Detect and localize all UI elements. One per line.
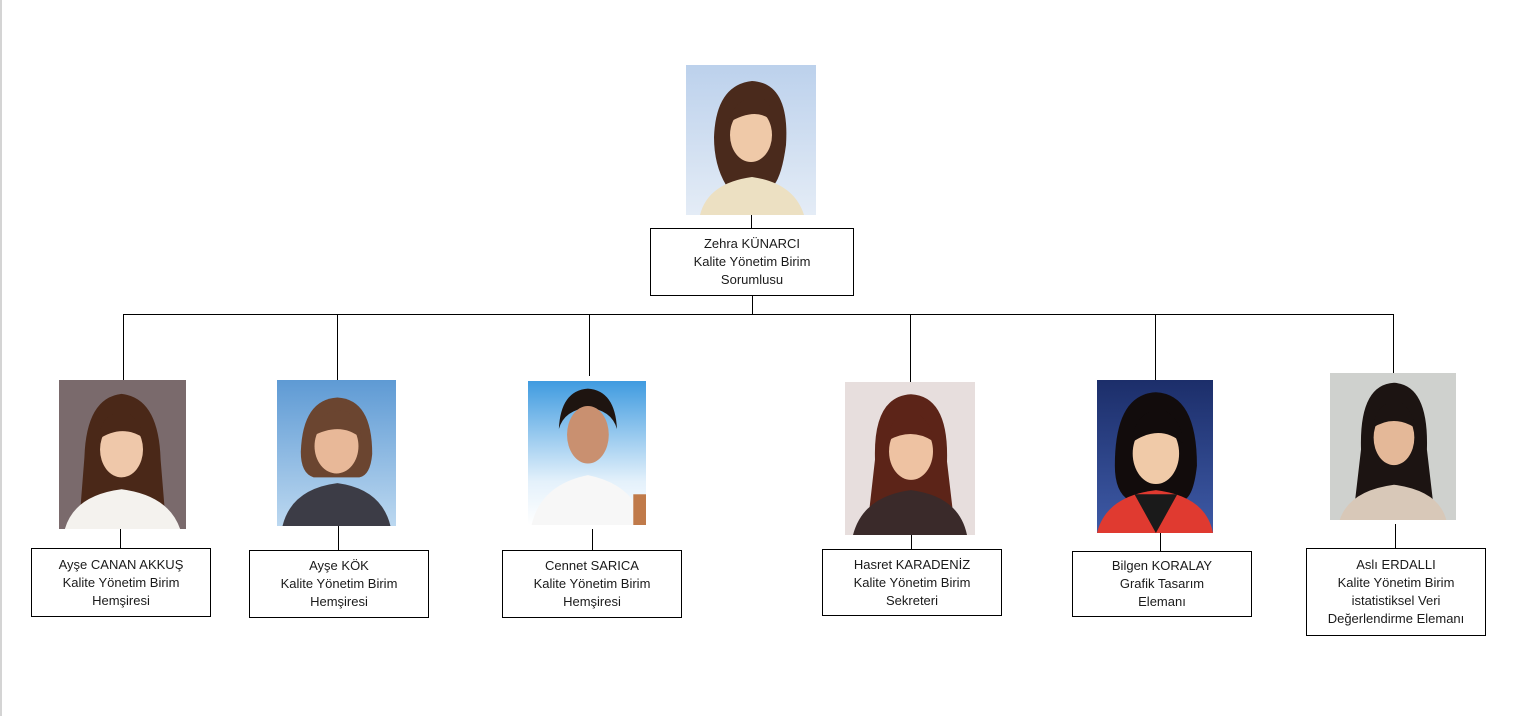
card-connector [1160,533,1161,551]
member-title-line: Kalite Yönetim Birim [1337,575,1455,590]
root-title-line: Kalite Yönetim Birim [693,254,811,269]
root-title-line: Sorumlusu [720,272,784,287]
member-title-line: Kalite Yönetim Birim [62,574,180,590]
member-title-line: Hemşiresi [563,594,621,609]
drop-line [589,314,590,376]
member-name: Bilgen KORALAY [1111,558,1213,573]
member-card: Cennet SARICA Kalite Yönetim Birim Hemşi… [502,550,682,618]
root-connector [751,215,752,229]
member-title-line: Elemanı [1138,594,1186,609]
member-title-line: Kalite Yönetim Birim [853,574,971,590]
member-title-line: istatistiksel Veri [1351,593,1441,608]
member-photo [528,381,646,525]
root-card: Zehra KÜNARCI Kalite Yönetim Birim Sorum… [650,228,854,296]
member-photo [1097,380,1213,533]
member-card: Hasret KARADENİZ Kalite Yönetim Birim Se… [822,549,1002,616]
member-title-line: Hemşiresi [310,594,368,609]
member-card: Bilgen KORALAY Grafik Tasarım Elemanı [1072,551,1252,617]
member-card: Ayşe CANAN AKKUŞ Kalite Yönetim Birim He… [31,548,211,617]
drop-line [910,314,911,382]
card-connector [338,526,339,550]
member-title-line: Grafik Tasarım [1119,576,1205,591]
member-title-line: Değerlendirme Elemanı [1327,611,1465,626]
member-photo [59,380,186,529]
member-card: Aslı ERDALLI Kalite Yönetim Birim istati… [1306,548,1486,636]
drop-line [1155,314,1156,381]
member-name: Hasret KARADENİZ [853,556,971,572]
member-name: Cennet SARICA [545,558,639,573]
page-left-border [0,0,2,716]
member-card: Ayşe KÖK Kalite Yönetim Birim Hemşiresi [249,550,429,618]
card-connector [911,535,912,549]
member-name: Ayşe CANAN AKKUŞ [58,556,184,572]
member-name: Aslı ERDALLI [1356,557,1436,572]
drop-line [123,314,124,381]
card-connector [1395,524,1396,548]
member-photo [277,380,396,526]
card-connector [592,529,593,550]
trunk-line [752,296,753,315]
drop-line [1393,314,1394,373]
member-photo [845,382,975,535]
bus-line [123,314,1394,315]
root-name: Zehra KÜNARCI [703,236,801,251]
member-name: Ayşe KÖK [309,558,369,573]
root-photo [686,65,816,215]
member-title-line: Sekreteri [885,592,939,608]
member-title-line: Hemşiresi [92,592,150,608]
card-connector [120,529,121,548]
drop-line [337,314,338,381]
member-title-line: Kalite Yönetim Birim [280,576,398,591]
member-title-line: Kalite Yönetim Birim [533,576,651,591]
member-photo [1330,373,1456,520]
